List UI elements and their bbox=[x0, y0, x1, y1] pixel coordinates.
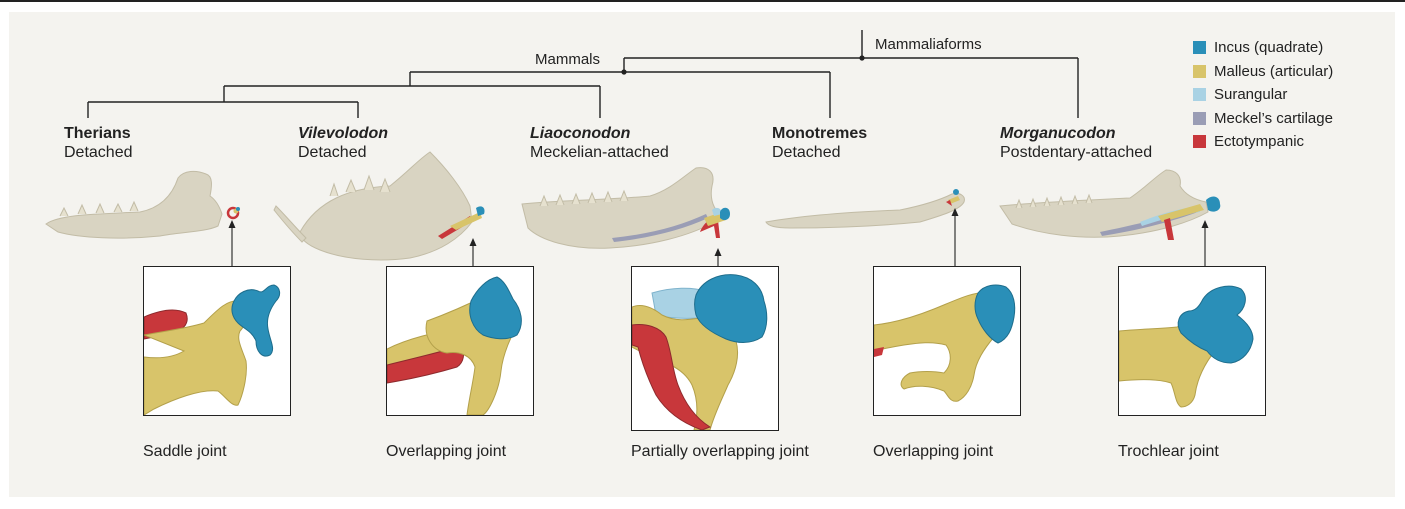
legend-label: Incus (quadrate) bbox=[1214, 39, 1323, 56]
taxon-state: Detached bbox=[772, 143, 867, 162]
taxon-name: Monotremes bbox=[772, 124, 867, 143]
caption-overlapping-joint-monotremes: Overlapping joint bbox=[873, 443, 993, 461]
morganucodon-jaw bbox=[1000, 170, 1208, 237]
taxon-name: Morganucodon bbox=[1000, 124, 1152, 143]
taxon-vilevolodon: Vilevolodon Detached bbox=[298, 124, 388, 162]
inset-saddle-joint bbox=[143, 266, 291, 416]
legend-item-meckels-cartilage: Meckel’s cartilage bbox=[1193, 107, 1333, 131]
therian-jaw bbox=[46, 171, 222, 238]
inset-trochlear-joint bbox=[1118, 266, 1266, 416]
legend-swatch bbox=[1193, 41, 1206, 54]
legend-item-malleus: Malleus (articular) bbox=[1193, 60, 1333, 84]
mammals-node bbox=[621, 69, 626, 74]
legend-item-surangular: Surangular bbox=[1193, 83, 1333, 107]
clade-label-mammals: Mammals bbox=[532, 51, 603, 69]
clade-label-mammaliaforms: Mammaliaforms bbox=[872, 36, 985, 54]
legend-label: Surangular bbox=[1214, 86, 1287, 103]
legend-swatch bbox=[1193, 88, 1206, 101]
legend-label: Malleus (articular) bbox=[1214, 63, 1333, 80]
legend-item-incus: Incus (quadrate) bbox=[1193, 36, 1333, 60]
inset-partially-overlapping-joint bbox=[631, 266, 779, 431]
legend-label: Ectotympanic bbox=[1214, 133, 1304, 150]
taxon-therians: Therians Detached bbox=[64, 124, 133, 162]
taxon-name: Vilevolodon bbox=[298, 124, 388, 143]
caption-partially-overlapping-joint: Partially overlapping joint bbox=[631, 443, 809, 461]
taxon-state: Detached bbox=[298, 143, 388, 162]
legend: Incus (quadrate) Malleus (articular) Sur… bbox=[1193, 36, 1333, 154]
taxon-name: Therians bbox=[64, 124, 133, 143]
taxon-state: Postdentary-attached bbox=[1000, 143, 1152, 162]
caption-saddle-joint: Saddle joint bbox=[143, 443, 227, 461]
legend-label: Meckel’s cartilage bbox=[1214, 110, 1333, 127]
vilevolodon-jaw bbox=[274, 152, 472, 260]
caption-overlapping-joint-vilevolodon: Overlapping joint bbox=[386, 443, 506, 461]
legend-swatch bbox=[1193, 135, 1206, 148]
inset-overlapping-joint-monotremes bbox=[873, 266, 1021, 416]
taxon-state: Detached bbox=[64, 143, 133, 162]
taxon-liaoconodon: Liaoconodon Meckelian-attached bbox=[530, 124, 669, 162]
monotreme-jaw bbox=[766, 193, 964, 228]
taxon-monotremes: Monotremes Detached bbox=[772, 124, 867, 162]
legend-swatch bbox=[1193, 112, 1206, 125]
taxon-state: Meckelian-attached bbox=[530, 143, 669, 162]
taxon-morganucodon: Morganucodon Postdentary-attached bbox=[1000, 124, 1152, 162]
legend-swatch bbox=[1193, 65, 1206, 78]
caption-trochlear-joint: Trochlear joint bbox=[1118, 443, 1219, 461]
inset-overlapping-joint-vilevolodon bbox=[386, 266, 534, 416]
liaoconodon-jaw bbox=[522, 168, 718, 249]
therian-ear-bones bbox=[228, 207, 240, 218]
legend-item-ectotympanic: Ectotympanic bbox=[1193, 130, 1333, 154]
taxon-name: Liaoconodon bbox=[530, 124, 669, 143]
mammaliaforms-node bbox=[859, 55, 864, 60]
